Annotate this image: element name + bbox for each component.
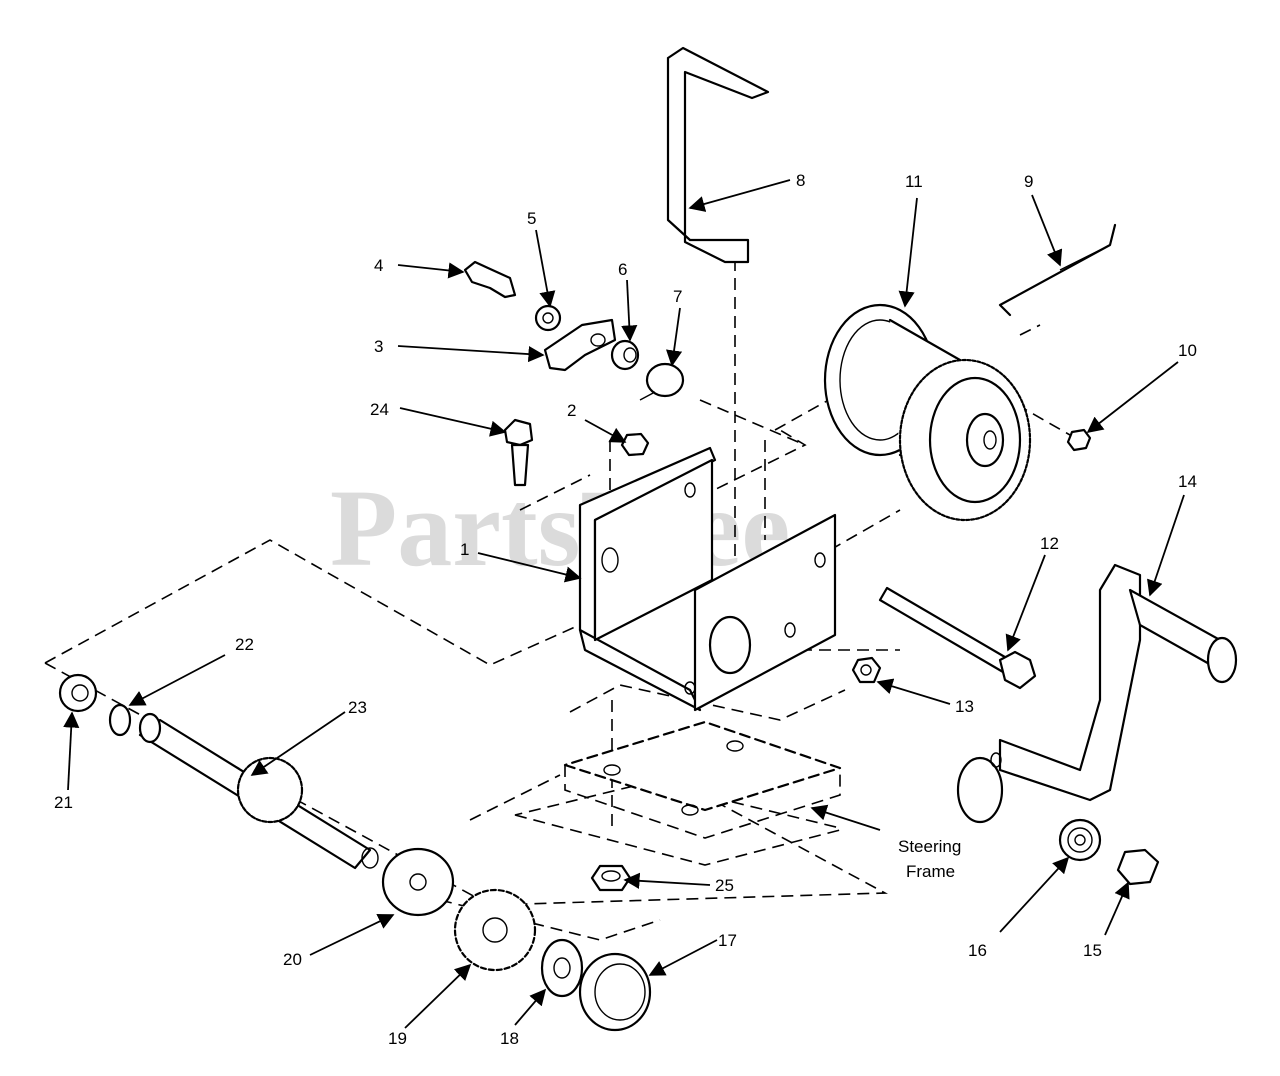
callout-13: 13 (955, 697, 974, 716)
crank-handle-14 (956, 563, 1238, 824)
winch-bracket (578, 446, 837, 712)
bolt-12 (878, 586, 1037, 690)
sprocket-19 (453, 888, 537, 972)
nut-13 (851, 656, 882, 684)
bolt-24 (503, 418, 534, 487)
callout-leaders (63, 179, 1185, 1029)
spring-rod-9 (998, 223, 1117, 317)
spring-7 (639, 362, 685, 401)
callout-2: 2 (567, 401, 576, 420)
bushing-6 (610, 339, 640, 371)
bearing-17 (578, 952, 652, 1032)
callout-14: 14 (1178, 472, 1197, 491)
callout-10: 10 (1178, 341, 1197, 360)
callout-3: 3 (374, 337, 383, 356)
callout-23: 23 (348, 698, 367, 717)
callout-7: 7 (673, 287, 682, 306)
washer-5 (534, 304, 562, 332)
callout-12: 12 (1040, 534, 1059, 553)
rod-8 (666, 46, 770, 264)
note-line-1: Steering (898, 837, 961, 856)
callout-6: 6 (618, 260, 627, 279)
callout-15: 15 (1083, 941, 1102, 960)
callout-8: 8 (796, 171, 805, 190)
callout-11: 11 (905, 172, 923, 191)
callout-17: 17 (718, 931, 737, 950)
bushing-21 (58, 673, 98, 713)
callout-20: 20 (283, 950, 302, 969)
washer-18 (540, 938, 584, 998)
callout-21: 21 (54, 793, 73, 812)
spring-16 (1058, 818, 1102, 862)
callout-25: 25 (715, 876, 734, 895)
washer-20 (381, 847, 455, 917)
shaft-23 (138, 712, 379, 870)
callout-24: 24 (370, 400, 389, 419)
clip-22 (108, 703, 132, 737)
nut-15 (1116, 848, 1160, 886)
bolt-4 (463, 260, 517, 299)
callout-19: 19 (388, 1029, 407, 1048)
nut-25 (590, 864, 632, 892)
nut-10 (1066, 428, 1092, 452)
callout-9: 9 (1024, 172, 1033, 191)
callout-16: 16 (968, 941, 987, 960)
pawl-3 (543, 318, 617, 372)
nut-2 (620, 432, 650, 457)
watermark: PartsTree (330, 467, 790, 589)
drum-11 (823, 303, 1032, 522)
callout-1: 1 (460, 540, 469, 559)
callout-18: 18 (500, 1029, 519, 1048)
steering-frame-plate (514, 720, 842, 866)
callout-5: 5 (527, 209, 536, 228)
note-line-2: Frame (906, 862, 955, 881)
steering-frame-note: Steering Frame (898, 837, 961, 881)
callout-22: 22 (235, 635, 254, 654)
callout-4: 4 (374, 256, 383, 275)
callout-labels: 1 2 3 4 5 6 7 8 9 10 11 12 13 14 15 16 1… (54, 171, 1197, 1048)
